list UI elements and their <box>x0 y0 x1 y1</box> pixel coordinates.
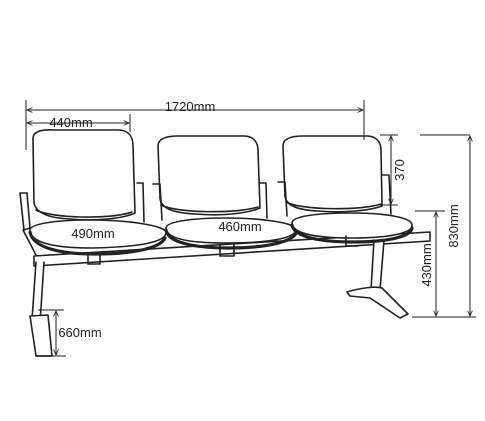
seat-1-backrest <box>32 129 136 221</box>
left-leg <box>29 261 53 357</box>
seat-width-label: 440mm <box>49 115 92 130</box>
overall-width-label: 1720mm <box>165 99 216 114</box>
seat-2-backrest <box>157 135 261 216</box>
leg-depth-label: 660mm <box>58 325 101 340</box>
seat-3-cushion <box>291 212 413 239</box>
seat-height-label: 430mm <box>419 243 434 286</box>
seat-3-armrest <box>381 174 392 215</box>
seat-3 <box>277 135 414 244</box>
dimension-lines <box>25 100 476 357</box>
overall-height-label: 830mm <box>446 204 461 247</box>
seat-1 <box>19 129 167 256</box>
seat-depth-label-a: 490mm <box>71 226 114 241</box>
seat-3-backrest <box>282 135 383 213</box>
right-leg <box>346 239 409 319</box>
seat-depth-label-b: 460mm <box>218 219 261 234</box>
seat-2 <box>152 135 298 250</box>
back-height-label: 370 <box>392 159 407 181</box>
